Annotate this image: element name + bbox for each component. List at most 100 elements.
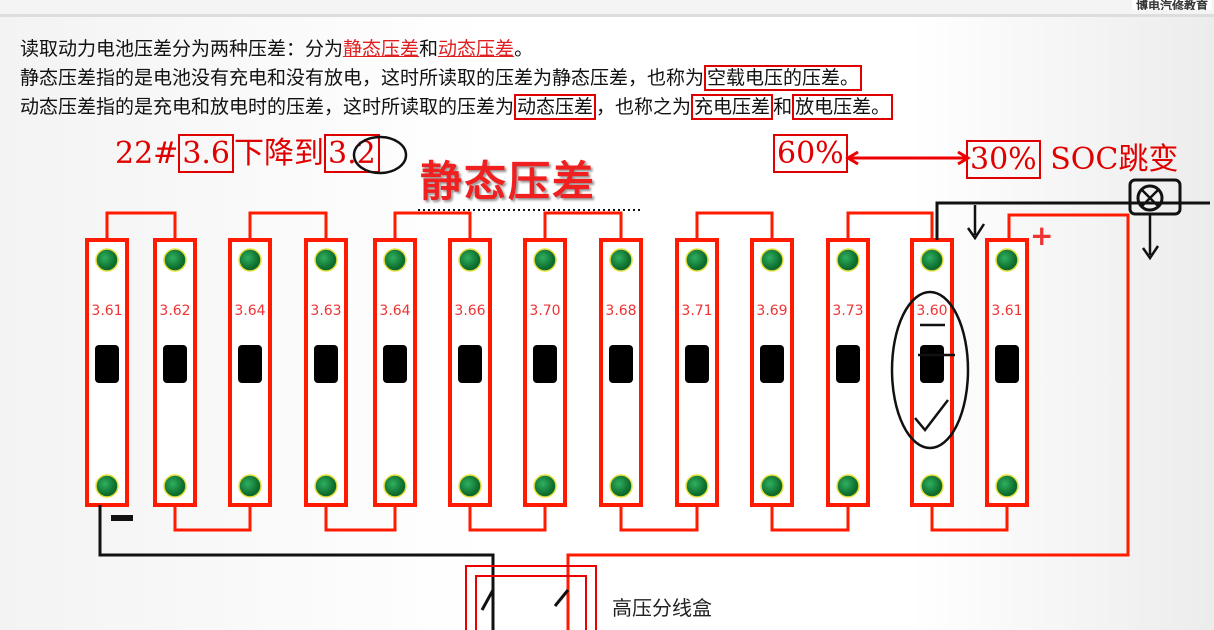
text: 动态压差指的是充电和放电时的压差，这时所读取的压差为: [20, 96, 515, 118]
soc-a: 60%: [773, 134, 848, 173]
text: 和: [773, 96, 793, 118]
bottom-busbar: [324, 505, 397, 532]
cell-voltage: 3.61: [991, 303, 1022, 319]
switch-contacts: [480, 589, 570, 611]
battery-cell: [304, 238, 348, 507]
cell-label-block: [314, 345, 338, 383]
terminal-bottom: [458, 474, 482, 498]
text-line-1: 读取动力电池压差分为两种压差：分为静态压差和动态压差。: [20, 34, 533, 61]
cell-label-block: [760, 345, 784, 383]
bottom-busbar: [468, 505, 547, 532]
cell-voltage: 3.64: [234, 303, 265, 319]
soc-jump-label: SOC跳变: [1050, 142, 1179, 177]
terminal-top: [314, 248, 338, 272]
terminal-top: [836, 248, 860, 272]
window-top-bar: 博电汽修教育: [0, 0, 1214, 17]
highlight-box: 充电压差: [691, 94, 774, 120]
cell-voltage: 3.68: [605, 303, 636, 319]
cell-label-block: [609, 345, 633, 383]
soc-b: 30% SOC跳变: [966, 134, 1179, 179]
cell-label-block: [920, 345, 944, 383]
to-voltage: 3.2: [324, 134, 380, 173]
bottom-busbar: [619, 505, 699, 532]
terminal-top: [609, 248, 633, 272]
static-diff-term: 静态压差: [343, 38, 420, 60]
terminal-bottom: [995, 474, 1019, 498]
highlight-box: 放电压差。: [792, 94, 894, 120]
text: 静态压差指的是电池没有充电和没有放电，这时所读取的压差为静态压差，也称为: [20, 67, 705, 89]
terminal-top: [163, 248, 187, 272]
terminal-bottom: [836, 474, 860, 498]
cell-label-block: [836, 345, 860, 383]
cell-voltage: 3.69: [756, 303, 787, 319]
terminal-bottom: [238, 474, 262, 498]
text: 读取动力电池压差分为两种压差：分为: [20, 38, 344, 60]
terminal-bottom: [314, 474, 338, 498]
minus-icon: [111, 515, 133, 521]
soc-60: 60%: [773, 134, 848, 173]
cell-label-block: [383, 345, 407, 383]
cell-number: 22#: [115, 136, 179, 171]
soc-30: 30%: [966, 140, 1041, 179]
top-busbar: [248, 211, 328, 240]
bottom-busbar: [930, 505, 1009, 532]
cell-label-block: [163, 345, 187, 383]
highlight-box: 动态压差: [514, 94, 597, 120]
text: ，也称之为: [596, 96, 692, 118]
cell-voltage: 3.66: [454, 303, 485, 319]
top-busbar: [543, 211, 623, 240]
cell-voltage: 3.62: [159, 303, 190, 319]
positive-wire: [566, 213, 1130, 630]
terminal-bottom: [760, 474, 784, 498]
arrow-heads: [845, 150, 971, 166]
handwritten-wire: [935, 201, 1210, 240]
bottom-busbar: [173, 505, 252, 532]
terminal-bottom: [383, 474, 407, 498]
battery-cell: [228, 238, 272, 507]
bottom-busbar: [770, 505, 850, 532]
top-busbar: [846, 211, 934, 240]
text-line-3: 动态压差指的是充电和放电时的压差，这时所读取的压差为动态压差，也称之为充电压差和…: [20, 92, 894, 120]
top-busbar: [105, 211, 177, 240]
cell-label-block: [533, 345, 557, 383]
terminal-top: [533, 248, 557, 272]
terminal-bottom: [609, 474, 633, 498]
top-busbar: [393, 211, 472, 240]
cell-label-block: [95, 345, 119, 383]
terminal-top: [95, 248, 119, 272]
watermark-logo: 博电汽修教育: [1131, 0, 1212, 10]
terminal-bottom: [533, 474, 557, 498]
junction-box: [465, 565, 597, 630]
drop-text: 下降到: [234, 136, 325, 171]
text: 。: [514, 38, 534, 60]
terminal-top: [920, 248, 944, 272]
cell-label-block: [995, 345, 1019, 383]
terminal-bottom: [920, 474, 944, 498]
from-voltage: 3.6: [178, 134, 235, 173]
cell-label-block: [238, 345, 262, 383]
terminal-top: [238, 248, 262, 272]
top-busbar: [695, 211, 774, 240]
cell-label-block: [458, 345, 482, 383]
terminal-bottom: [685, 474, 709, 498]
sensor-icon: [1128, 178, 1182, 216]
cell-voltage: 3.71: [681, 303, 712, 319]
cell-voltage: 3.60: [916, 303, 947, 319]
cell-voltage: 3.73: [832, 303, 863, 319]
terminal-bottom: [163, 474, 187, 498]
junction-box-label: 高压分线盒: [612, 596, 712, 620]
text-line-2: 静态压差指的是电池没有充电和没有放电，这时所读取的压差为静态压差，也称为空载电压…: [20, 63, 863, 91]
terminal-top: [995, 248, 1019, 272]
negative-wire: [98, 505, 495, 630]
cell-voltage: 3.63: [310, 303, 341, 319]
cell-voltage: 3.61: [91, 303, 122, 319]
handwritten-circle: [890, 290, 970, 450]
plus-icon: +: [1030, 219, 1053, 252]
terminal-top: [760, 248, 784, 272]
text: 和: [419, 38, 439, 60]
terminal-top: [685, 248, 709, 272]
terminal-top: [458, 248, 482, 272]
cell-voltage: 3.64: [379, 303, 410, 319]
